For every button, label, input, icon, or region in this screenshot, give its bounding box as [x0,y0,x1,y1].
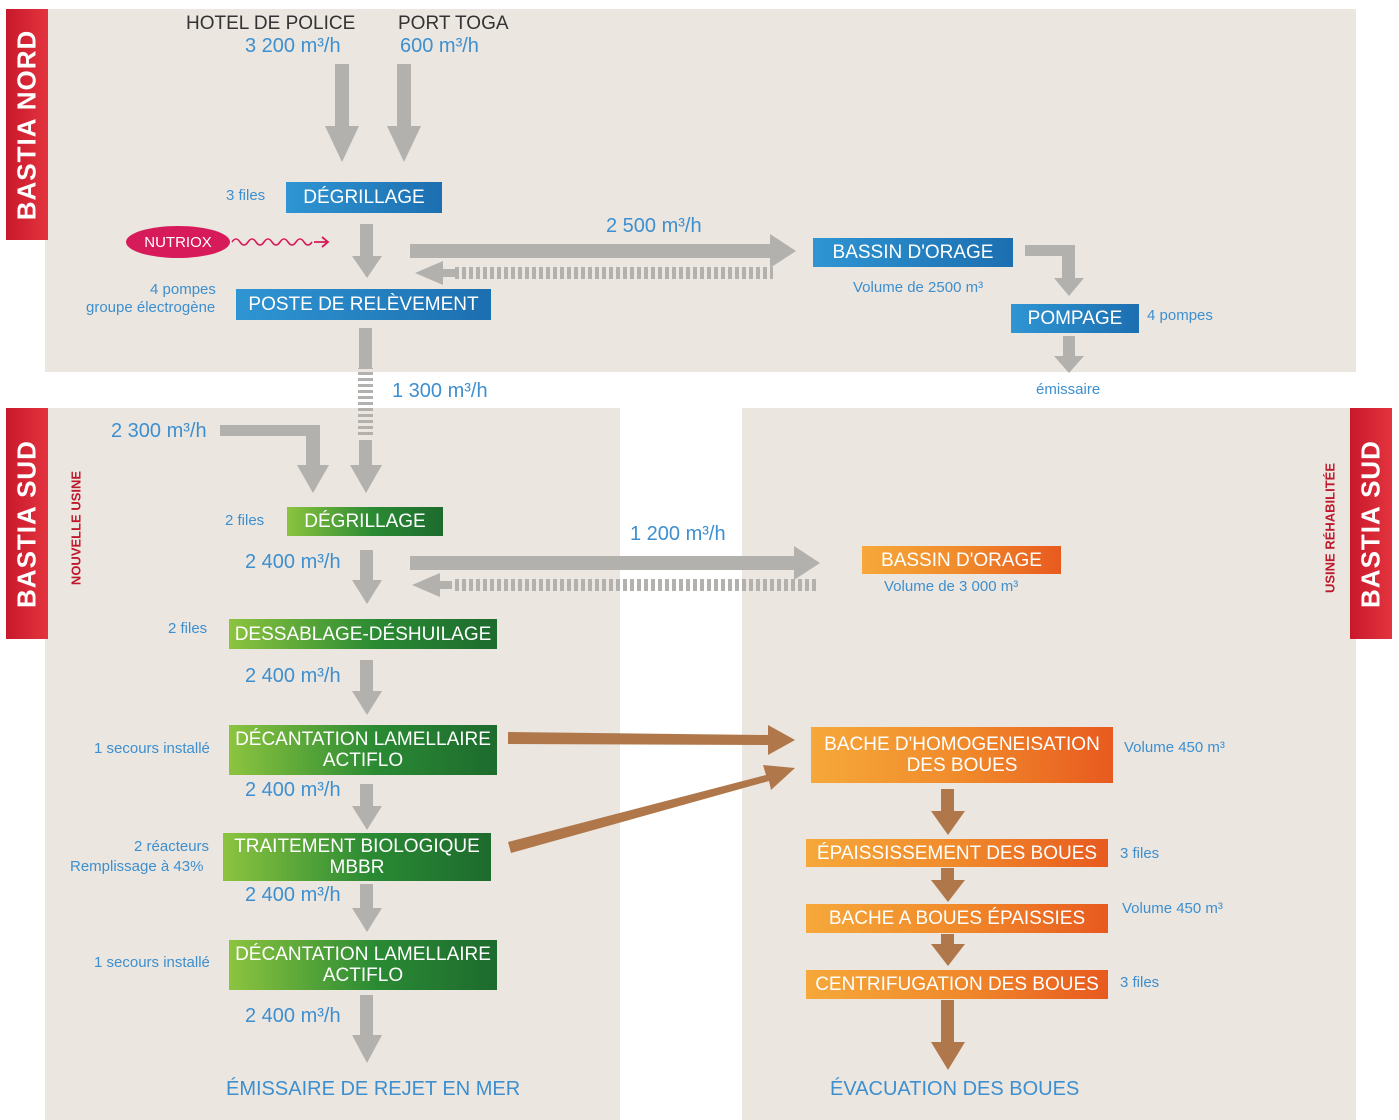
arrow-to-degrillage-sud [350,440,382,493]
note-poste-groupe: groupe électrogène [86,299,216,316]
arrow-bio-bache [508,765,795,853]
arrow-decant1-bache [508,725,795,755]
box-pompage: POMPAGE [1011,304,1139,333]
box-degrillage-sud: DÉGRILLAGE [287,507,443,536]
flow-sud-1: 2 400 m³/h [245,551,341,573]
arrow-decant1-bio [352,784,382,830]
nutriox-label: NUTRIOX [144,233,212,251]
flow-sud-5: 2 400 m³/h [245,1005,341,1027]
tab-bastia-nord: BASTIA NORD [6,9,48,240]
box-bache-boues-epaissies: BACHE A BOUES ÉPAISSIES [806,904,1108,933]
decant2-line2: ACTIFLO [322,965,404,986]
box-dessablage: DESSABLAGE-DÉSHUILAGE [229,619,497,649]
arrow-bassin-pompage [1025,245,1084,296]
flow-sud-2: 2 400 m³/h [245,665,341,687]
decant1-line1: DÉCANTATION LAMELLAIRE [235,729,491,750]
arrow-centri-evac [931,1000,965,1070]
arrow-bache-epaiss [931,789,965,835]
note-epaississement: 3 files [1120,845,1160,862]
arrow-epaiss-bache2 [931,868,965,902]
bassin-nord-volume: Volume de 2500 m³ [853,279,984,296]
flow-port-toga: 600 m³/h [400,35,479,57]
box-bache-homogeneisation: BACHE D'HOMOGENEISATION DES BOUES [811,727,1113,783]
bache-line1: BACHE D'HOMOGENEISATION [824,734,1100,755]
flow-sud-3: 2 400 m³/h [245,779,341,801]
flow-to-bassin-sud: 1 200 m³/h [630,523,726,545]
source-hotel-police: HOTEL DE POLICE [186,13,356,34]
note-centrifugation: 3 files [1120,974,1160,991]
box-epaississement: ÉPAISSISSEMENT DES BOUES [806,839,1108,867]
arrow-hotel-police [325,64,359,162]
note-pompage: 4 pompes [1147,307,1213,324]
arrow-degrillage-poste [352,224,382,278]
bache-volume: Volume 450 m³ [1124,739,1225,756]
flow-hotel-police: 3 200 m³/h [245,35,341,57]
arrow-port-toga [387,64,421,162]
box-bassin-orage-sud: BASSIN D'ORAGE [862,546,1061,574]
bache-epaissies-volume: Volume 450 m³ [1122,900,1223,917]
note-decant2: 1 secours installé [94,954,210,971]
note-degrillage-nord: 3 files [226,187,266,204]
bassin-sud-volume: Volume de 3 000 m³ [884,578,1019,595]
box-bassin-orage-nord: BASSIN D'ORAGE [813,238,1013,267]
label-evacuation-boues: ÉVACUATION DES BOUES [830,1078,1080,1100]
arrow-pompage-emissaire [1054,336,1084,373]
source-port-toga: PORT TOGA [398,13,509,34]
arrow-dessablage-decant1 [352,660,382,715]
arrow-degrillage-dessablage [352,550,382,604]
arrow-bio-decant2 [352,884,382,932]
note-decant1: 1 secours installé [94,740,210,757]
decant1-line2: ACTIFLO [322,750,404,771]
flow-nord-to-sud: 1 300 m³/h [392,380,488,402]
tab-bastia-sud-left: BASTIA SUD [6,408,48,639]
flow-inflow-2300: 2 300 m³/h [111,420,207,442]
note-dessablage: 2 files [168,620,208,637]
arrow-decant2-emissaire [352,995,382,1063]
box-decantation-2: DÉCANTATION LAMELLAIRE ACTIFLO [229,940,497,990]
box-decantation-1: DÉCANTATION LAMELLAIRE ACTIFLO [229,725,497,775]
decant2-line1: DÉCANTATION LAMELLAIRE [235,944,491,965]
nutriox-wave [231,238,313,246]
badge-nutriox: NUTRIOX [126,226,230,258]
note-bio-1: 2 réacteurs [134,838,210,855]
arrow-bache2-centri [931,934,965,966]
bio-line1: TRAITEMENT BIOLOGIQUE [234,836,480,857]
box-centrifugation: CENTRIFUGATION DES BOUES [806,970,1108,999]
flow-to-bassin-nord: 2 500 m³/h [606,215,702,237]
tab-bastia-sud-right: BASTIA SUD [1350,408,1392,639]
note-poste-pompes: 4 pompes [150,281,216,298]
bache-line2: DES BOUES [906,755,1018,776]
arrow-to-bassin-nord [410,234,796,268]
flow-sud-4: 2 400 m³/h [245,884,341,906]
bio-line2: MBBR [329,857,385,878]
box-poste-relevement: POSTE DE RELÈVEMENT [236,289,491,320]
note-degrillage-sud: 2 files [225,512,265,529]
box-traitement-bio: TRAITEMENT BIOLOGIQUE MBBR [223,833,491,881]
box-degrillage-nord: DÉGRILLAGE [286,182,442,213]
label-emissaire-rejet: ÉMISSAIRE DE REJET EN MER [226,1078,521,1100]
note-bio-2: Remplissage à 43% [70,858,204,875]
arrow-inflow-2300 [220,425,329,493]
arrow-to-bassin-sud [410,546,820,580]
label-emissaire: émissaire [1036,381,1101,398]
